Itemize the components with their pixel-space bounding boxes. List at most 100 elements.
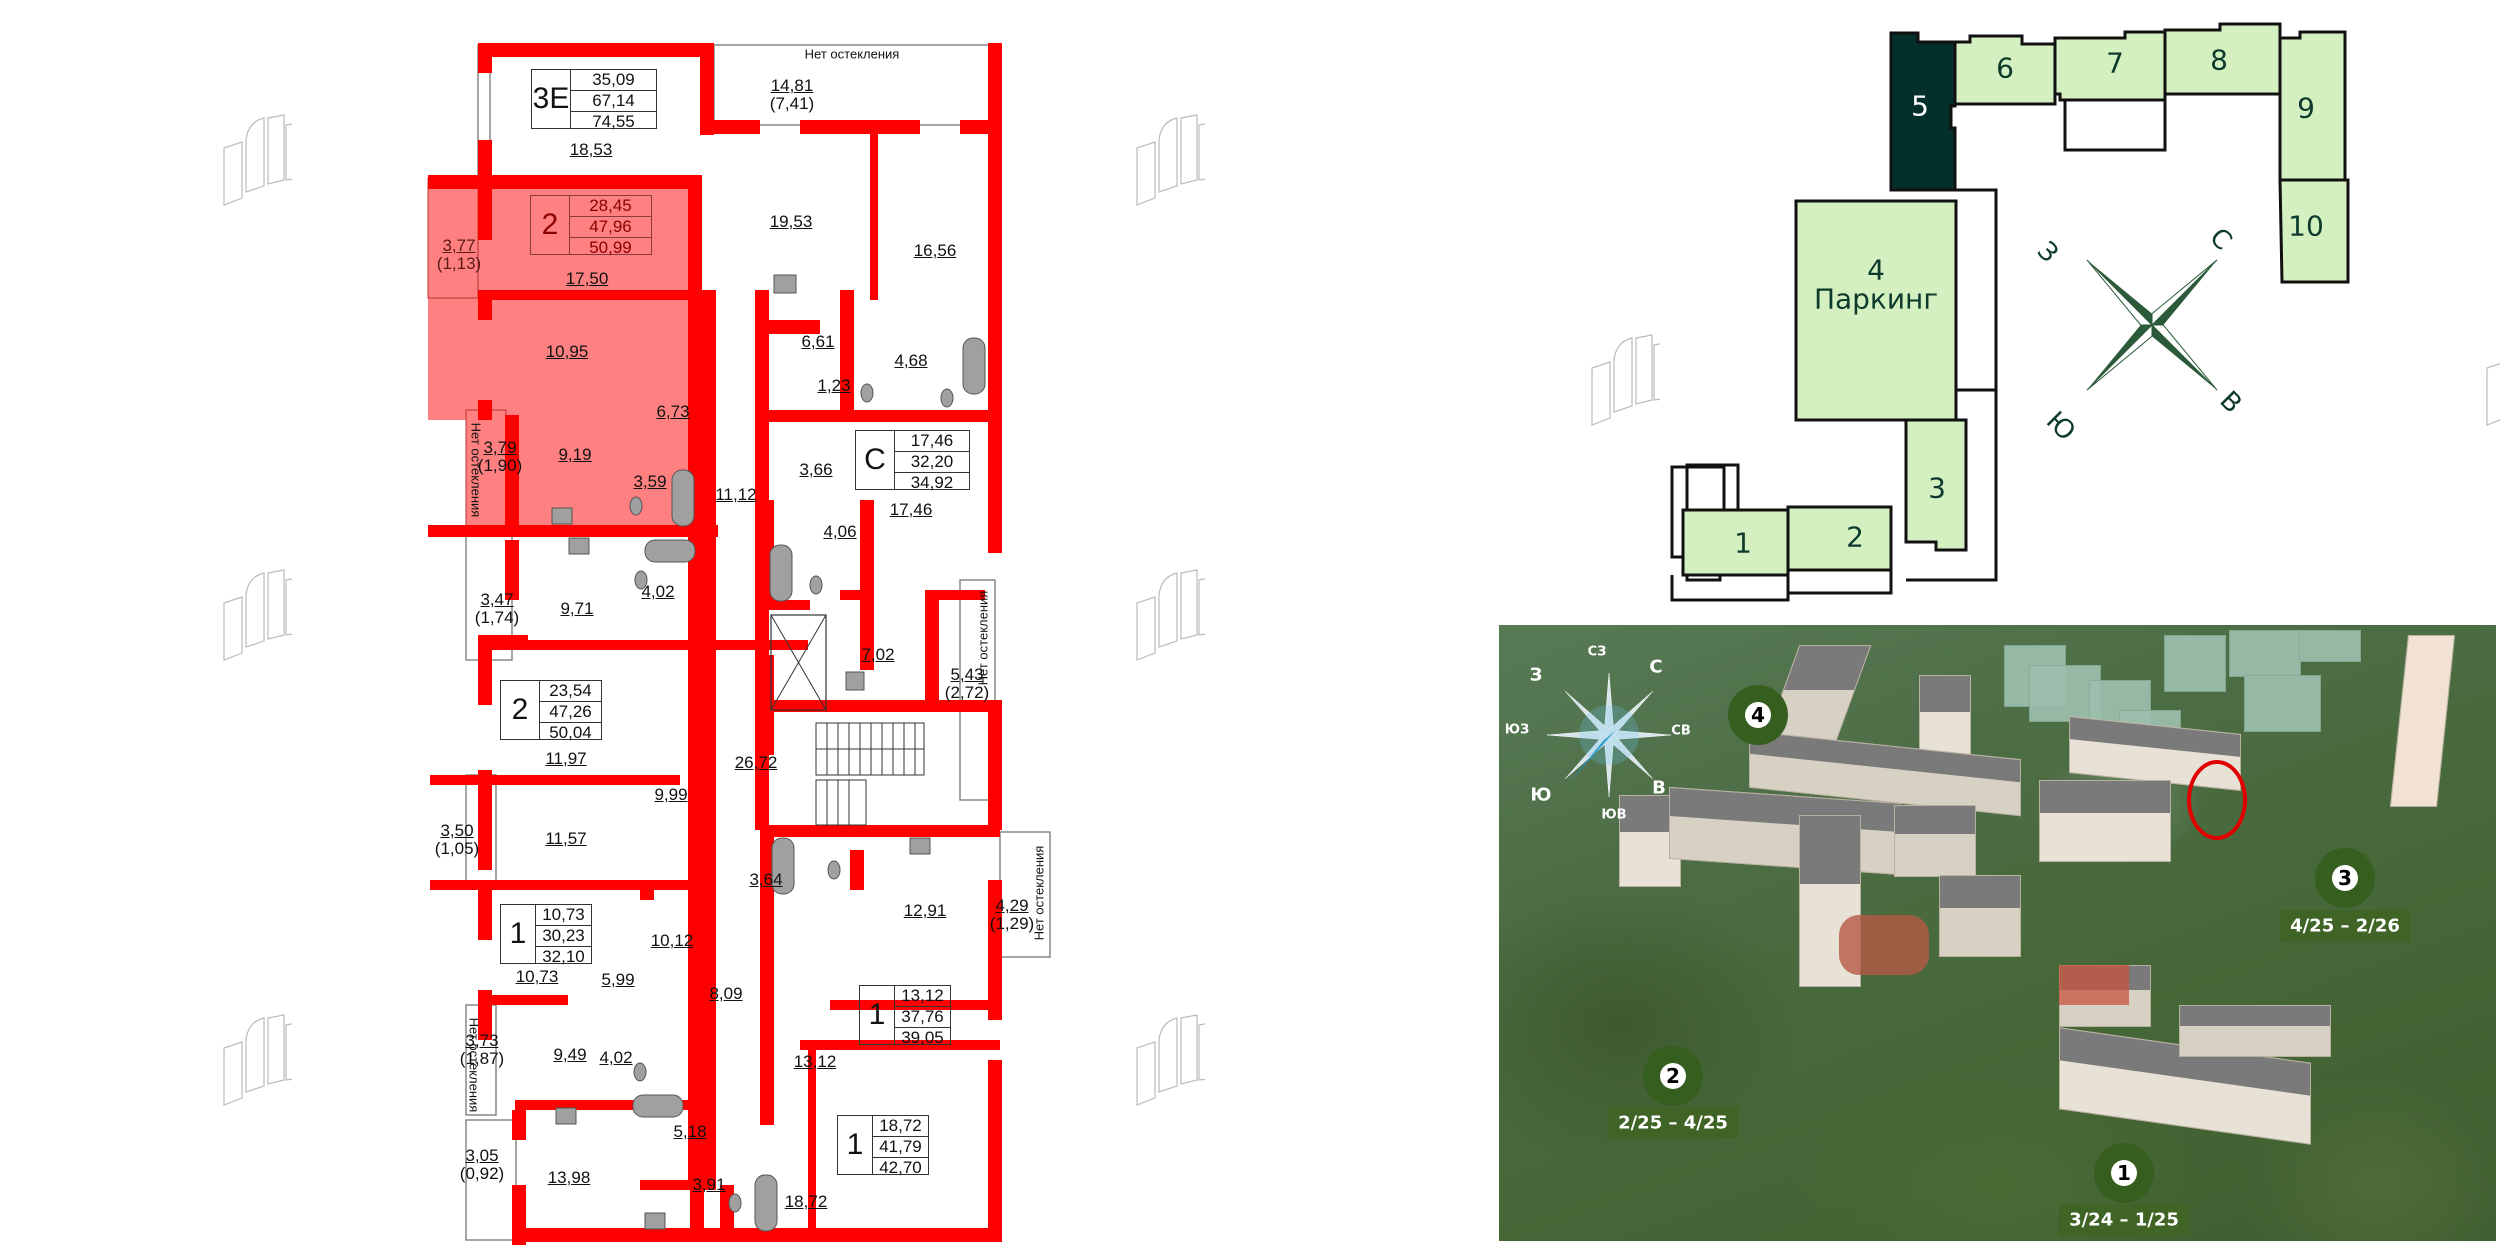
room-area: 10,73 (515, 967, 559, 986)
room-area: 11,12 (715, 485, 757, 504)
living-area: 18,72 (873, 1116, 928, 1137)
balcony-area: 3,47(1,74) (474, 590, 520, 627)
selected-building-highlight (2187, 760, 2247, 840)
apartment-type: 2 (501, 681, 540, 739)
room-area: 3,59 (633, 472, 667, 491)
living-area: 10,73 (536, 905, 591, 926)
site-section-7 (2053, 30, 2167, 102)
balcony-area: 3,77(1,13) (436, 236, 482, 273)
site-section-2-label[interactable]: 2 (1846, 520, 1864, 554)
room-area: 16,56 (913, 241, 957, 260)
living-area: 35,09 (571, 70, 656, 91)
balcony-area: 3,05(0,92) (459, 1146, 505, 1183)
room-area: 9,99 (654, 785, 688, 804)
compass-rose-icon (2086, 259, 2218, 391)
room-area: 6,73 (656, 402, 690, 421)
site-section-6-label[interactable]: 6 (1996, 51, 2014, 85)
site-section-8-label[interactable]: 8 (2210, 43, 2228, 77)
apartment-type: 1 (838, 1116, 873, 1174)
marker-section-2-dates: 2/25 – 4/25 (1608, 1107, 1738, 1139)
total-area-with-balcony: 32,10 (542, 947, 585, 966)
total-area: 41,79 (873, 1137, 928, 1158)
marker-section-2[interactable]: 2 (1643, 1046, 1703, 1106)
balcony-area: 5,43(2,72) (944, 665, 990, 702)
room-area: 26,72 (734, 753, 778, 772)
room-area: 5,18 (673, 1122, 707, 1141)
marker-section-1[interactable]: 1 (2094, 1143, 2154, 1203)
room-area: 3,64 (749, 870, 783, 889)
no-glazing-note: Нет остекления (466, 1017, 482, 1113)
room-area: 12,91 (903, 901, 947, 920)
room-area: 10,12 (650, 931, 694, 950)
apartment-type: 1 (860, 986, 895, 1044)
no-glazing-note: Нет остекления (1031, 845, 1047, 941)
room-area: 7,02 (861, 645, 895, 664)
room-area: 17,46 (889, 500, 933, 519)
living-area: 28,45 (570, 196, 651, 217)
marker-section-4[interactable]: 4 (1728, 685, 1788, 745)
total-area-with-balcony: 39,05 (901, 1028, 944, 1047)
room-area: 6,61 (801, 332, 835, 351)
room-area: 13,12 (793, 1052, 837, 1071)
marker-section-3[interactable]: 3 (2315, 848, 2375, 908)
room-area: 11,97 (545, 749, 587, 768)
marker-section-3-dates: 4/25 – 2/26 (2280, 910, 2410, 942)
room-area: 3,66 (799, 460, 833, 479)
site-section-3-label[interactable]: 3 (1928, 471, 1946, 505)
watermark-logo-icon (223, 1014, 292, 1106)
room-area: 18,72 (784, 1192, 828, 1211)
watermark-logo-icon (1136, 569, 1205, 661)
room-area: 5,99 (601, 970, 635, 989)
room-area: 4,06 (823, 522, 857, 541)
no-glazing-note: Нет остекления (975, 590, 991, 686)
aerial-compass-sw: ЮЗ (1504, 722, 1530, 738)
total-area: 47,96 (570, 217, 651, 238)
site-section-1-label[interactable]: 1 (1734, 526, 1752, 560)
site-section-9-label[interactable]: 9 (2297, 91, 2315, 125)
apartment-type: 1 (501, 905, 536, 963)
watermark-logo-icon (2486, 363, 2500, 426)
balcony-area: 3,79(1,90) (477, 438, 523, 475)
site-section-2 (1786, 505, 1893, 572)
room-area: 4,02 (599, 1048, 633, 1067)
room-area: 9,71 (560, 599, 594, 618)
room-area: 4,02 (641, 582, 675, 601)
total-area: 47,26 (540, 702, 601, 723)
site-section-10 (2278, 178, 2350, 284)
room-area: 17,50 (565, 269, 609, 288)
site-section-8 (2163, 22, 2282, 96)
total-area: 30,23 (536, 926, 591, 947)
room-area: 8,09 (709, 984, 743, 1003)
aerial-compass-ne: СВ (1671, 723, 1691, 739)
balcony-area: 14,81(7,41) (769, 76, 815, 113)
room-area: 3,91 (692, 1175, 726, 1194)
aerial-compass-n: С (1649, 656, 1663, 678)
aerial-compass-nw: СЗ (1587, 644, 1607, 660)
room-area: 1,23 (817, 376, 851, 395)
total-area-with-balcony: 74,55 (592, 112, 635, 131)
room-area: 9,19 (558, 445, 592, 464)
watermark-logo-icon (1591, 334, 1660, 426)
aerial-compass-e: В (1652, 777, 1666, 799)
total-area: 32,20 (895, 452, 969, 473)
site-section-10-label[interactable]: 10 (2288, 209, 2324, 243)
aerial-render: З СЗ С СВ В ЮВ Ю ЮЗ 4 3 4/25 – 2/26 2 2/… (1499, 625, 2496, 1241)
living-area: 23,54 (540, 681, 601, 702)
site-section-7-label[interactable]: 7 (2106, 46, 2124, 80)
no-glazing-note: Нет остекления (804, 46, 900, 62)
watermark-logo-icon (223, 569, 292, 661)
marker-section-1-dates: 3/24 – 1/25 (2059, 1204, 2189, 1236)
site-section-5-label[interactable]: 5 (1911, 89, 1929, 123)
total-area-with-balcony: 50,99 (589, 238, 632, 257)
room-area: 10,95 (545, 342, 589, 361)
room-area: 9,49 (553, 1045, 587, 1064)
